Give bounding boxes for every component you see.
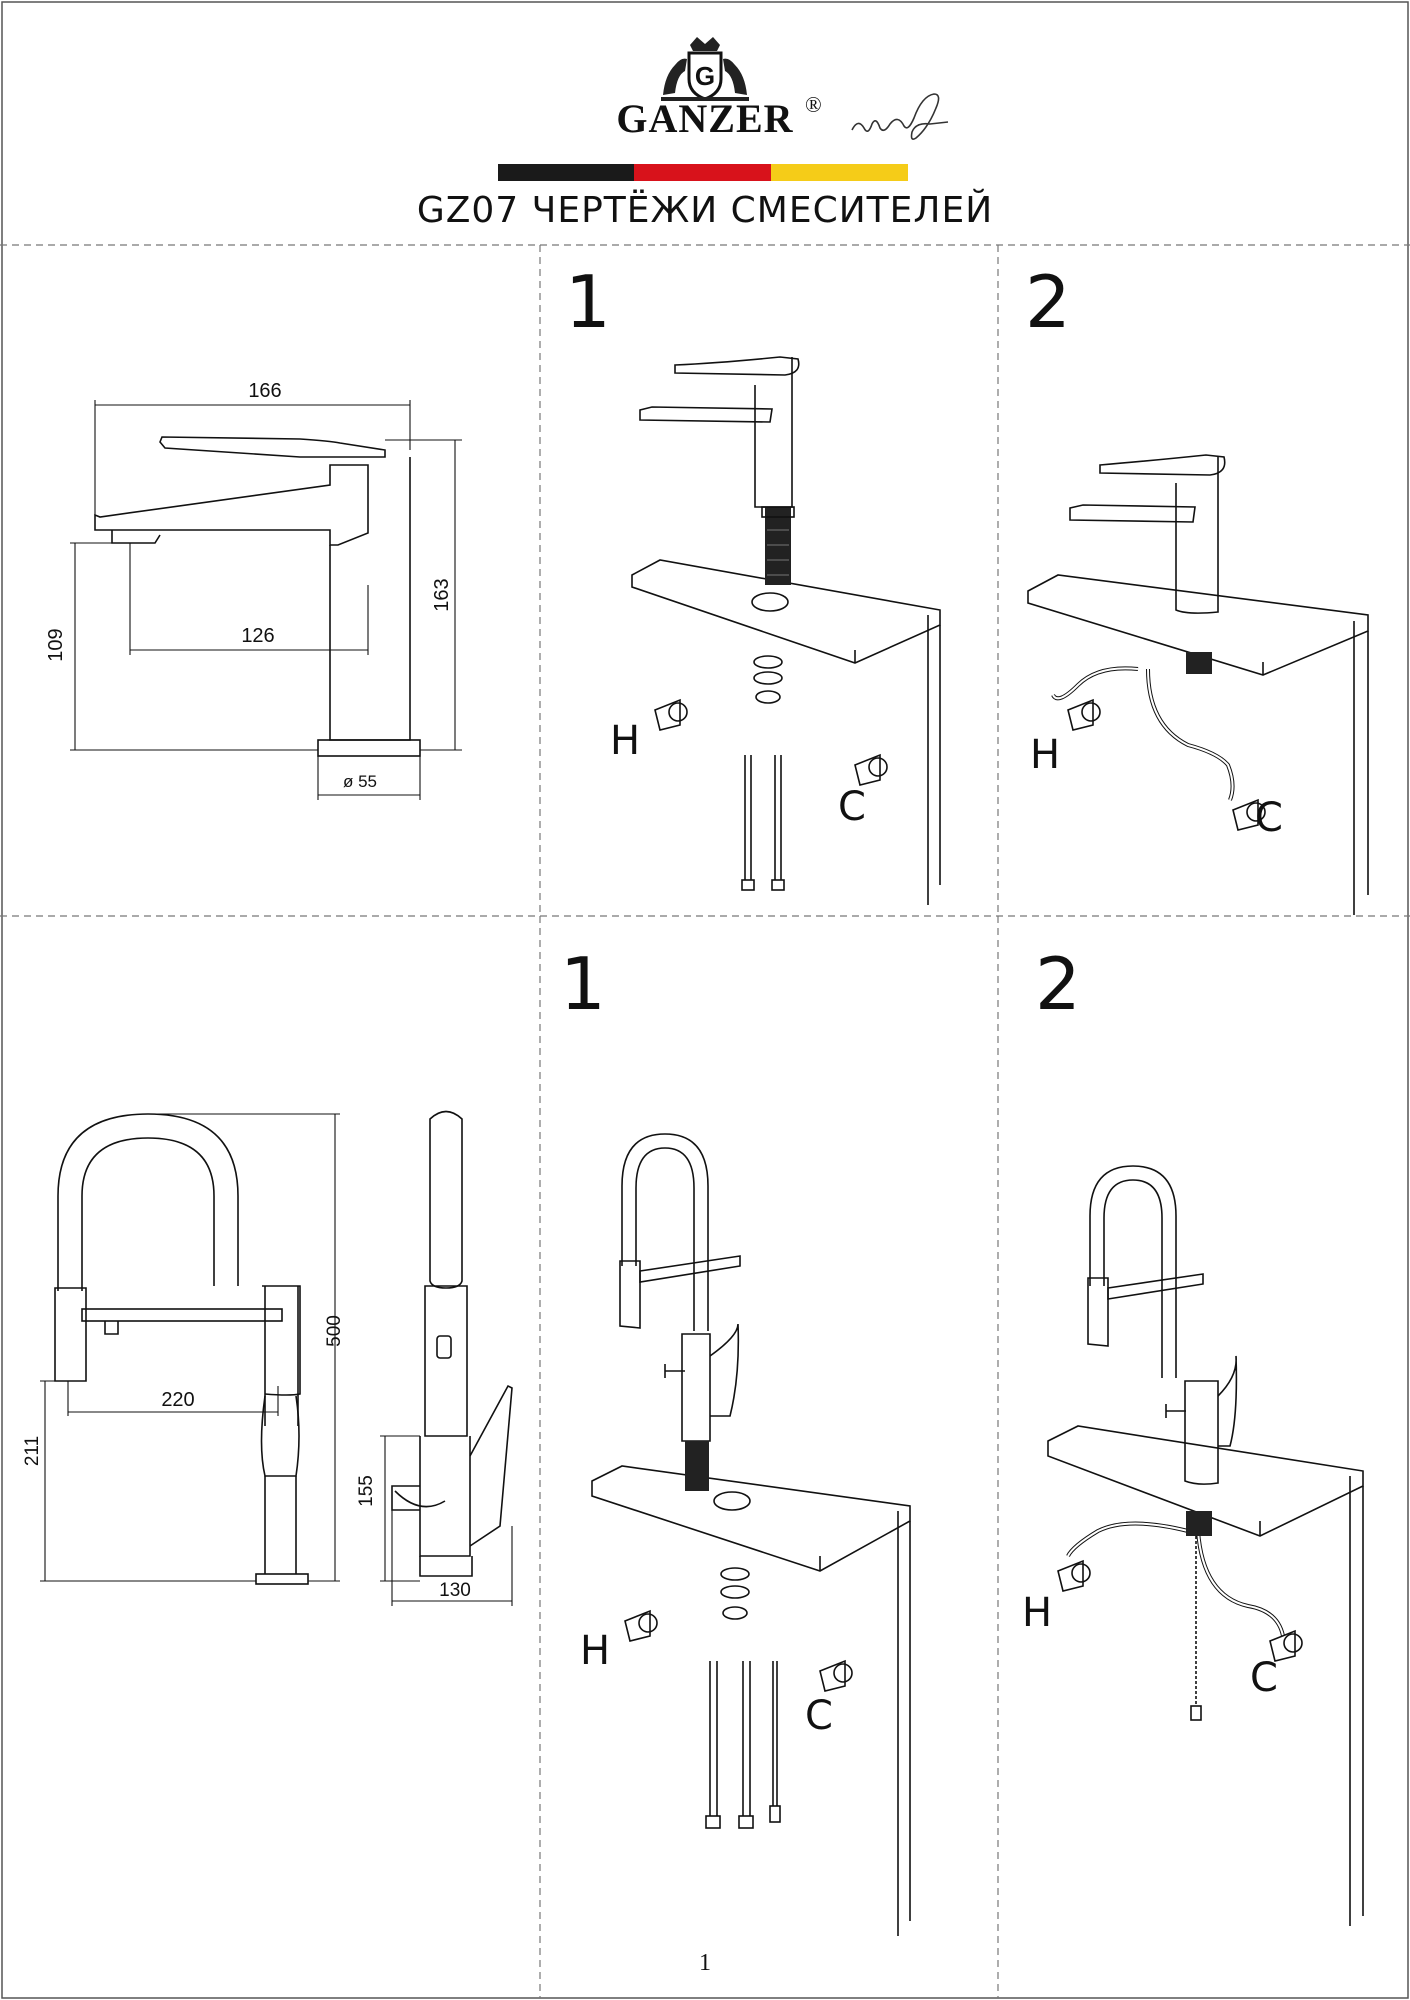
dim-kitchen-total-height: 500 <box>324 1315 345 1347</box>
dim-kitchen-body-height: 155 <box>356 1475 377 1507</box>
registered-mark: ® <box>805 92 822 117</box>
basin-step2-cold-label: C <box>1255 795 1283 841</box>
kitchen-step1-cold-label: C <box>805 1693 833 1739</box>
kitchen-step2-illustration <box>1047 1165 1364 1926</box>
basin-mixer-dimension-drawing: 166 163 109 126 ø 55 <box>45 380 462 800</box>
flag-stripe-yellow <box>771 164 908 181</box>
basin-step2-illustration <box>1027 454 1369 915</box>
basin-step1-illustration <box>631 356 941 905</box>
kitchen-mixer-dimension-drawing: 500 220 211 155 130 <box>22 1110 513 1606</box>
dim-spout-height: 109 <box>45 628 67 661</box>
kitchen-step2-cold-label: C <box>1250 1655 1278 1701</box>
brand-name: GANZER <box>616 96 794 141</box>
dim-spout-reach: 126 <box>241 625 274 647</box>
kitchen-step2-number: 2 <box>1035 942 1081 1026</box>
crest-logo-icon: G <box>661 37 749 101</box>
kitchen-step2-hot-label: H <box>1022 1590 1053 1636</box>
kitchen-step1-hot-label: H <box>580 1628 611 1674</box>
dim-overall-length: 166 <box>248 380 281 402</box>
basin-step1-number: 1 <box>565 260 611 344</box>
dim-base-diameter: ø 55 <box>343 772 377 791</box>
kitchen-step1-number: 1 <box>560 942 606 1026</box>
signature-icon <box>851 93 949 140</box>
dim-kitchen-depth: 130 <box>439 1580 471 1601</box>
dim-kitchen-reach: 220 <box>161 1389 194 1411</box>
basin-step1-cold-label: C <box>838 784 866 830</box>
svg-text:G: G <box>695 61 715 91</box>
flag-stripe-red <box>634 164 771 181</box>
flag-stripe-black <box>498 164 634 181</box>
document-title: GZ07 ЧЕРТЁЖИ СМЕСИТЕЛЕЙ <box>416 190 994 231</box>
page-number: 1 <box>699 1950 711 1976</box>
basin-step2-hot-label: H <box>1030 732 1061 778</box>
kitchen-step1-illustration <box>591 1133 911 1936</box>
dim-kitchen-spout-height: 211 <box>22 1436 43 1466</box>
dim-total-height: 163 <box>431 578 453 611</box>
basin-step1-hot-label: H <box>610 718 641 764</box>
basin-step2-number: 2 <box>1025 260 1071 344</box>
